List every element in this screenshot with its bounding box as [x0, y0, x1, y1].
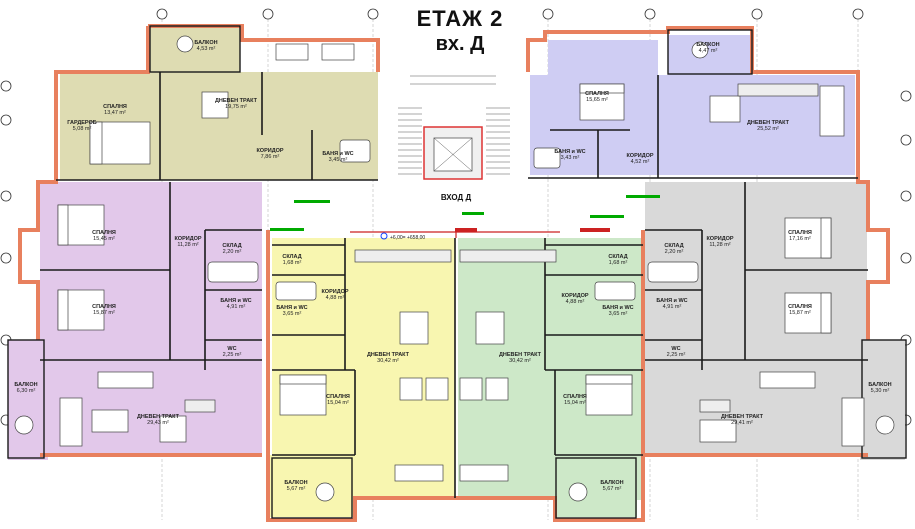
- apartment-fills: [8, 26, 905, 517]
- room-label: СПАЛНЯ: [788, 230, 812, 236]
- room-area: 4,53 m²: [197, 46, 216, 52]
- room-label: СПАЛНЯ: [788, 304, 812, 310]
- room-area: 15,04 m²: [564, 400, 586, 406]
- room-area: 30,42 m²: [377, 358, 399, 364]
- room-area: 15,45 m²: [93, 236, 115, 242]
- room-area: 7,86 m²: [261, 154, 280, 160]
- room-area: 29,43 m²: [147, 420, 169, 426]
- room-label: СКЛАД: [222, 243, 241, 249]
- room-label: КОРИДОР: [706, 236, 733, 242]
- room-area: 30,42 m²: [509, 358, 531, 364]
- room-area: 4,88 m²: [566, 299, 585, 305]
- room-label: БАНЯ и WC: [322, 151, 353, 157]
- room-area: 4,52 m²: [631, 159, 650, 165]
- room-area: 11,28 m²: [709, 242, 730, 248]
- room-label: ДНЕВЕН ТРАКТ: [137, 414, 180, 420]
- room-area: 15,87 m²: [789, 310, 811, 316]
- room-area: 4,91 m²: [227, 304, 246, 310]
- room-label: СПАЛНЯ: [92, 304, 116, 310]
- room-label: БАЛКОН: [696, 42, 719, 48]
- room-label: БАНЯ и WC: [220, 298, 251, 304]
- room-label: КОРИДОР: [174, 236, 201, 242]
- room-label: СПАЛНЯ: [326, 394, 350, 400]
- room-label: БАНЯ и WC: [554, 149, 585, 155]
- room-area: 4,88 m²: [326, 295, 345, 301]
- furniture: [14, 35, 895, 502]
- room-area: 25,52 m²: [757, 126, 779, 132]
- room-label: БАНЯ и WC: [276, 305, 307, 311]
- room-label: БАЛКОН: [194, 40, 217, 46]
- room-label: ДНЕВЕН ТРАКТ: [367, 352, 410, 358]
- floor-title: ЕТАЖ 2 вх. Д: [340, 6, 580, 56]
- room-label: ДНЕВЕН ТРАКТ: [215, 98, 258, 104]
- room-labels: ВХОД Д +6,00= +658,00 БАЛКОН 4,53 m² СПА…: [14, 40, 891, 492]
- room-area: 17,16 m²: [789, 236, 811, 242]
- room-area: 3,43 m²: [561, 155, 580, 161]
- room-area: 2,25 m²: [223, 352, 242, 358]
- room-area: 5,08 m²: [73, 126, 92, 132]
- floor-number: ЕТАЖ 2: [416, 6, 504, 31]
- room-label: БАЛКОН: [868, 382, 891, 388]
- room-label: СПАЛНЯ: [92, 230, 116, 236]
- room-label: ГАРДЕРОБ: [67, 120, 97, 126]
- room-area: 2,25 m²: [667, 352, 686, 358]
- room-area: 1,68 m²: [609, 260, 628, 266]
- room-area: 15,87 m²: [93, 310, 115, 316]
- room-area: 29,41 m²: [731, 420, 753, 426]
- room-area: 2,20 m²: [665, 249, 684, 255]
- room-area: 11,28 m²: [177, 242, 198, 248]
- room-area: 3,45 m²: [329, 157, 348, 163]
- room-label: ДНЕВЕН ТРАКТ: [747, 120, 790, 126]
- room-area: 3,65 m²: [283, 311, 302, 317]
- room-label: КОРИДОР: [321, 289, 348, 295]
- room-area: 19,75 m²: [225, 104, 247, 110]
- entrance-area: [270, 195, 660, 240]
- room-label: ДНЕВЕН ТРАКТ: [721, 414, 764, 420]
- room-label: WC: [227, 346, 236, 352]
- room-label: СКЛАД: [664, 243, 683, 249]
- room-area: 5,30 m²: [871, 388, 890, 394]
- room-label: 15,65 m²: [586, 97, 608, 103]
- room-label: БАЛКОН: [600, 480, 623, 486]
- balconies: [7, 25, 907, 519]
- room-area: 5,67 m²: [603, 486, 622, 492]
- room-label: БАЛКОН: [284, 480, 307, 486]
- room-label: СПАЛНЯ: [563, 394, 587, 400]
- room-area: 4,91 m²: [663, 304, 682, 310]
- room-area: 6,30 m²: [17, 388, 36, 394]
- room-label: КОРИДОР: [256, 148, 283, 154]
- room-area: 15,04 m²: [327, 400, 349, 406]
- room-label: СКЛАД: [608, 254, 627, 260]
- entrance-label: вх. Д: [435, 33, 485, 55]
- room-area: 3,65 m²: [609, 311, 628, 317]
- room-label: КОРИДОР: [626, 153, 653, 159]
- room-label: БАЛКОН: [14, 382, 37, 388]
- room-area: 13,47 m²: [104, 110, 126, 116]
- room-label: ДНЕВЕН ТРАКТ: [499, 352, 542, 358]
- room-label: СПАЛНЯ: [585, 91, 609, 97]
- room-label: WC: [671, 346, 680, 352]
- room-label: КОРИДОР: [561, 293, 588, 299]
- room-area: 4,47 m²: [699, 48, 718, 54]
- room-area: 2,20 m²: [223, 249, 242, 255]
- entrance-text: ВХОД Д: [441, 193, 472, 202]
- room-label: БАНЯ и WC: [656, 298, 687, 304]
- level-mark: +6,00= +658,00: [390, 235, 425, 241]
- room-area: 5,67 m²: [287, 486, 306, 492]
- room-area: 1,68 m²: [283, 260, 302, 266]
- stairs: [398, 75, 510, 175]
- room-label: СПАЛНЯ: [103, 104, 127, 110]
- room-label: БАНЯ и WC: [602, 305, 633, 311]
- room-label: СКЛАД: [282, 254, 301, 260]
